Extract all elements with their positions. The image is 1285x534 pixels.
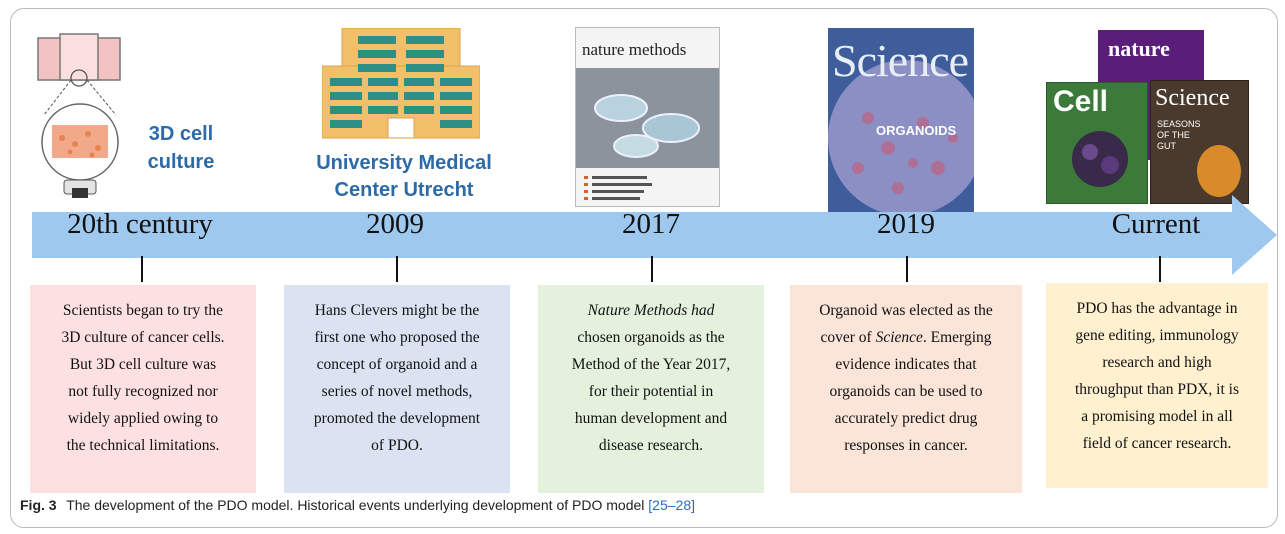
event-box-2009: Hans Clevers might be the first one who … [284, 285, 510, 493]
event-text-line: cover of Science. Emerging [820, 329, 992, 346]
event-text-line: research and high [1102, 354, 1212, 371]
event-box-2017: Nature Methods had chosen organoids as t… [538, 285, 764, 493]
science-cover: Science ORGANOIDS [828, 28, 974, 216]
cell-cover: Cell [1046, 82, 1148, 204]
event-text-line: Method of the Year 2017, [571, 356, 731, 373]
event-text-line: not fully recognized nor [68, 383, 218, 400]
event-text-line: Hans Clevers might be the [314, 302, 480, 319]
seasons-of-the-gut-text: SEASONS OF THE GUT [1157, 119, 1201, 151]
cell-logo: Cell [1053, 85, 1109, 118]
event-text-line: Organoid was elected as the [819, 302, 993, 319]
event-text-line: Scientists began to try the [62, 302, 224, 319]
figure-caption: Fig. 3 The development of the PDO model.… [20, 497, 695, 513]
nature-methods-text: Nature Methods had [587, 302, 715, 319]
event-text-line: disease research. [598, 437, 704, 454]
caption-references-link[interactable]: [25–28] [648, 497, 695, 513]
tick-2017 [651, 256, 653, 282]
nature-methods-cover: nature methods [575, 27, 720, 207]
tick-current [1159, 256, 1161, 282]
tick-20th-century [141, 256, 143, 282]
building-door [387, 117, 415, 139]
cell-culture-label-line1: 3D cell [148, 123, 214, 145]
year-label-2017: 2017 [622, 208, 680, 240]
nature-methods-logo: nature methods [582, 40, 687, 59]
science-logo: Science [832, 35, 969, 86]
event-text-line: human development and [574, 410, 728, 427]
event-text-line: Nature Methods had [548, 297, 754, 324]
umc-label-line1: University Medical [316, 152, 492, 174]
science-gut-cover: Science SEASONS OF THE GUT [1150, 80, 1249, 204]
year-label-2009: 2009 [366, 208, 424, 240]
event-text-line: concept of organoid and a [316, 356, 478, 373]
science-cover-artwork [828, 28, 974, 216]
organoids-cover-text: ORGANOIDS [876, 123, 957, 138]
event-text-line: organoids can be used to [829, 383, 983, 400]
caption-text: The development of the PDO model. Histor… [66, 497, 645, 513]
event-box-20th-century: Scientists began to try the 3D culture o… [30, 285, 256, 493]
cell-cover-artwork [1072, 131, 1128, 187]
event-text-line: throughput than PDX, it is [1074, 381, 1240, 398]
timeline-arrow [32, 195, 1277, 275]
umc-utrecht-label: University Medical Center Utrecht [278, 150, 530, 204]
event-box-2019: Organoid was elected as the cover of Sci… [790, 285, 1022, 493]
event-text-line: PDO has the advantage in [1076, 300, 1238, 317]
building-icon [322, 28, 480, 139]
science-gut-artwork [1197, 145, 1241, 197]
timeline-arrow-shape [32, 195, 1277, 275]
zoom-circle [70, 69, 88, 87]
cell-culture-label-line2: culture [147, 151, 215, 173]
science-logo-small: Science [1155, 85, 1230, 111]
year-label-2019: 2019 [877, 208, 935, 240]
event-text-line: the technical limitations. [66, 437, 220, 454]
culture-insert [59, 33, 99, 81]
event-text-line: accurately predict drug [834, 410, 978, 427]
zoom-line-left [43, 79, 72, 116]
event-text-line: widely applied owing to [67, 410, 219, 427]
nature-logo: nature [1108, 36, 1170, 61]
event-text-line: a promising model in all [1081, 408, 1233, 425]
event-text-line: promoted the development [313, 410, 481, 427]
event-text-line: But 3D cell culture was [69, 356, 217, 373]
matrix-gel [52, 125, 108, 158]
event-text-line: evidence indicates that [835, 356, 977, 373]
event-text-line: of PDO. [371, 437, 423, 454]
event-text-line: for their potential in [588, 383, 714, 400]
cell-culture-label: 3D cell culture [146, 120, 216, 176]
event-text-line: chosen organoids as the [577, 329, 725, 346]
zoom-line-right [86, 79, 117, 116]
event-text-line: series of novel methods, [321, 383, 473, 400]
event-text-line: first one who proposed the [314, 329, 480, 346]
event-text-line: 3D culture of cancer cells. [61, 329, 225, 346]
science-journal-text: Science [875, 329, 923, 346]
year-label-20th-century: 20th century [67, 208, 213, 240]
event-text-line: gene editing, immunology [1075, 327, 1239, 344]
event-text-line: field of cancer research. [1082, 435, 1232, 452]
tick-2019 [906, 256, 908, 282]
nature-methods-artwork [576, 68, 719, 200]
year-label-current: Current [1111, 208, 1201, 240]
figure-label: Fig. 3 [20, 497, 57, 513]
tick-2009 [396, 256, 398, 282]
event-text-line: responses in cancer. [844, 437, 968, 454]
cell-culture-illustration [37, 33, 121, 198]
figure-frame [10, 8, 1278, 528]
umc-label-line2: Center Utrecht [334, 179, 474, 201]
event-box-current: PDO has the advantage in gene editing, i… [1046, 283, 1268, 488]
building-windows [330, 36, 472, 128]
